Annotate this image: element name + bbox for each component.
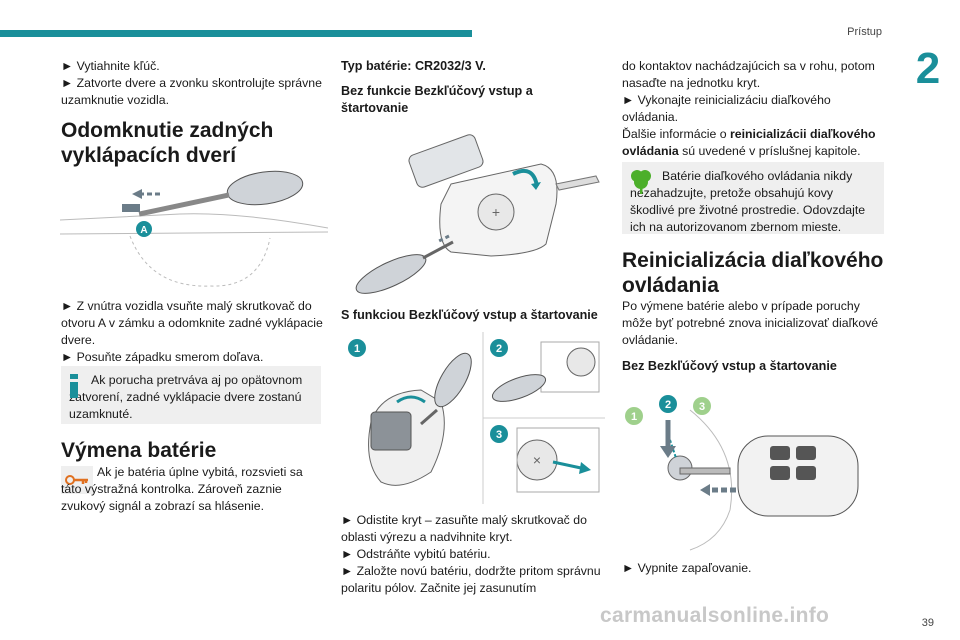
- svg-text:+: +: [492, 204, 500, 220]
- reinit-figure: 1 2 3: [620, 390, 888, 554]
- bullet-item: ► Z vnútra vozidla vsuňte malý skrutkova…: [61, 299, 323, 347]
- section-title-battery: Výmena batérie: [61, 439, 217, 462]
- section-title-tailgate: Odomknutie zadných vyklápacích dverí: [61, 119, 274, 167]
- subtitle-without-keyless: Bez funkcie Bezkľúčový vstup a štartovan…: [341, 84, 533, 115]
- bullets-mid: ► Z vnútra vozidla vsuňte malý skrutkova…: [61, 298, 326, 366]
- key-battery-figure-2: × 1 2 3: [341, 332, 605, 504]
- step-item: ► Odstráňte vybitú batériu.: [341, 547, 491, 561]
- subtitle-reinit-without-keyless: Bez Bezkľúčový vstup a štartovanie: [622, 359, 837, 373]
- warning-lamp-box: [61, 466, 93, 494]
- bullets-top: ► Vytiahnite kľúč. ► Zatvorte dvere a zv…: [61, 58, 326, 109]
- callout-a: A: [140, 225, 147, 236]
- more-info-link: reinicializácii diaľkového ovládania: [622, 127, 876, 158]
- callout-3: 3: [496, 429, 502, 441]
- more-info: Ďalšie informácie o reinicializácii diaľ…: [622, 127, 876, 158]
- eco-note: Batérie diaľkového ovládania nikdy nezah…: [622, 162, 884, 234]
- callout-3-marker: [490, 425, 508, 443]
- callout-3: 3: [699, 401, 705, 413]
- chapter-number: 2: [896, 40, 960, 98]
- step-item: ► Založte novú batériu, dodržte pritom s…: [341, 564, 601, 595]
- battery-type: Typ batérie: CR2032/3 V.: [341, 59, 486, 73]
- section-title-reinit: Reinicializácia diaľkového ovládania: [622, 249, 884, 297]
- bullet-item: ► Vytiahnite kľúč.: [61, 59, 160, 73]
- callout-3-marker: [693, 397, 711, 415]
- key-battery-warning-icon: [65, 475, 88, 485]
- callout-2-marker: [659, 395, 677, 413]
- final-step: ► Vypnite zapaľovanie.: [622, 561, 752, 575]
- callout-a-marker: [136, 221, 152, 237]
- eco-note-text: Batérie diaľkového ovládania nikdy nezah…: [630, 169, 866, 234]
- battery-steps: ► Odistite kryt – zasuňte malý skrutkova…: [341, 512, 603, 597]
- step-item: ► Vykonajte reinicializáciu diaľkového o…: [622, 93, 831, 124]
- header-accent-bar: [0, 30, 472, 37]
- info-note-text: Ak porucha pretrváva aj po opätovnom zat…: [69, 373, 303, 421]
- info-note: Ak porucha pretrváva aj po opätovnom zat…: [61, 366, 321, 424]
- key-battery-figure-1: +: [341, 124, 605, 300]
- continued-text: do kontaktov nachádzajúcich sa v rohu, p…: [622, 59, 875, 90]
- recycle-leaf-icon: [631, 170, 651, 194]
- tailgate-figure: A: [60, 168, 328, 292]
- callout-2-marker: [490, 339, 508, 357]
- step-item: ► Odistite kryt – zasuňte malý skrutkova…: [341, 513, 587, 544]
- callout-1-marker: [348, 339, 366, 357]
- callout-1: 1: [631, 411, 637, 423]
- callout-2: 2: [665, 399, 671, 411]
- subtitle-with-keyless: S funkciou Bezkľúčový vstup a štartovani…: [341, 308, 598, 322]
- callout-1: 1: [354, 343, 360, 355]
- battery-steps-continued: do kontaktov nachádzajúcich sa v rohu, p…: [622, 58, 884, 160]
- info-icon: [70, 374, 78, 398]
- warning-text: Ak je batéria úplne vybitá, rozsvieti sa…: [61, 465, 303, 513]
- section-label: Prístup: [847, 26, 882, 38]
- callout-2: 2: [496, 343, 502, 355]
- callout-1-marker: [625, 407, 643, 425]
- bullet-item: ► Zatvorte dvere a zvonku skontrolujte s…: [61, 76, 322, 107]
- reinit-body: Po výmene batérie alebo v prípade poruch…: [622, 299, 879, 347]
- watermark: carmanualsonline.info: [600, 604, 830, 627]
- svg-text:×: ×: [533, 452, 541, 468]
- page-number: 39: [921, 617, 934, 629]
- bullet-item: ► Posuňte západku smerom doľava.: [61, 350, 264, 364]
